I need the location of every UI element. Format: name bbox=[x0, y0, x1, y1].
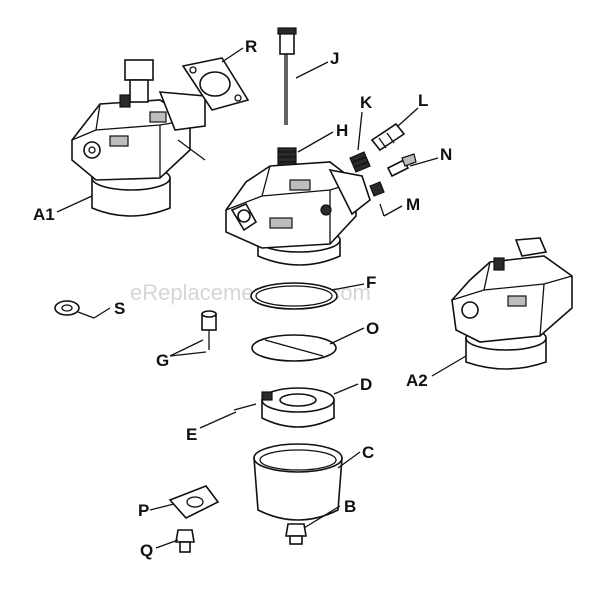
label-j: J bbox=[330, 49, 339, 68]
screw-l bbox=[370, 122, 406, 152]
label-q: Q bbox=[140, 541, 153, 560]
valve-g bbox=[201, 310, 217, 350]
screw-n bbox=[386, 153, 417, 178]
bowl-c bbox=[253, 443, 343, 521]
label-b: B bbox=[344, 497, 356, 516]
label-m: M bbox=[406, 195, 420, 214]
gasket-o bbox=[251, 334, 337, 362]
label-s: S bbox=[114, 299, 125, 318]
label-r: R bbox=[245, 37, 257, 56]
label-a2: A2 bbox=[406, 371, 428, 390]
spring-m bbox=[369, 181, 385, 197]
gasket-r bbox=[181, 57, 250, 111]
plug-q bbox=[175, 529, 195, 553]
ring-f bbox=[250, 282, 338, 310]
carburetor-assembly-a1 bbox=[71, 59, 206, 217]
leader-lines bbox=[56, 47, 467, 549]
carburetor-body bbox=[225, 161, 371, 266]
float-d bbox=[261, 387, 335, 428]
label-n: N bbox=[440, 145, 452, 164]
label-h: H bbox=[336, 121, 348, 140]
carburetor-assembly-a2 bbox=[451, 237, 573, 370]
bolt-b bbox=[285, 523, 307, 545]
needle-j bbox=[277, 27, 297, 125]
label-p: P bbox=[138, 501, 149, 520]
label-d: D bbox=[360, 375, 372, 394]
washer-s bbox=[54, 300, 80, 316]
plate-p bbox=[168, 485, 220, 519]
label-f: F bbox=[366, 273, 376, 292]
label-e: E bbox=[186, 425, 197, 444]
spring-k bbox=[349, 151, 371, 173]
label-c: C bbox=[362, 443, 374, 462]
label-l: L bbox=[418, 91, 428, 110]
label-k: K bbox=[360, 93, 373, 112]
label-a1: A1 bbox=[33, 205, 55, 224]
label-o: O bbox=[366, 319, 379, 338]
label-g: G bbox=[156, 351, 169, 370]
pin-e bbox=[233, 403, 257, 411]
